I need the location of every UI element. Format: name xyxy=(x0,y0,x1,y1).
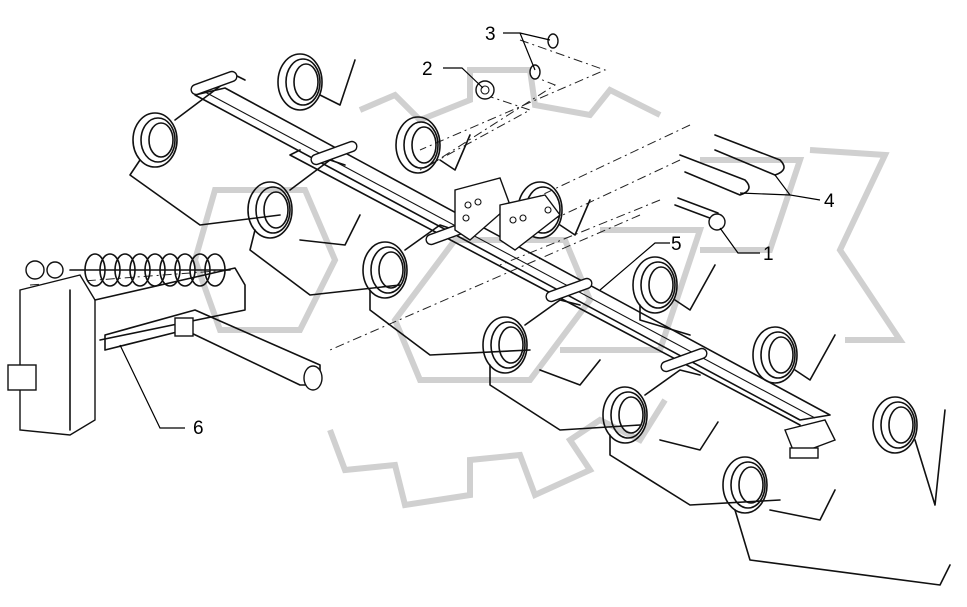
callout-6: 6 xyxy=(193,418,204,439)
callout-3: 3 xyxy=(485,24,496,45)
watermark-logo xyxy=(191,67,906,509)
callout-4: 4 xyxy=(824,191,835,212)
spring-tine xyxy=(632,256,716,336)
pin-part-4 xyxy=(679,134,785,196)
bolt-part-1 xyxy=(674,197,726,231)
spring-tine xyxy=(872,396,946,506)
callout-2: 2 xyxy=(422,59,433,80)
end-clamp xyxy=(784,419,836,459)
spring-tine xyxy=(752,326,836,384)
callout-1: 1 xyxy=(763,244,774,265)
spring-tine xyxy=(602,369,781,506)
mounting-bracket xyxy=(454,177,561,251)
spring-tine xyxy=(362,224,531,356)
callout-leaders xyxy=(119,32,821,429)
side-bracket xyxy=(7,267,246,436)
spring-tine xyxy=(277,53,356,111)
spring-tine-set xyxy=(129,53,951,586)
tension-spring xyxy=(25,253,231,287)
callout-labels: 1 2 3 4 5 6 xyxy=(193,24,835,439)
spring-tine xyxy=(722,456,951,586)
callout-5: 5 xyxy=(671,234,682,255)
spring-tine xyxy=(395,116,471,174)
washer-part-3 xyxy=(529,33,559,80)
lower-arm xyxy=(104,309,323,391)
spring-tine xyxy=(482,299,641,431)
main-frame-bar xyxy=(194,87,831,426)
